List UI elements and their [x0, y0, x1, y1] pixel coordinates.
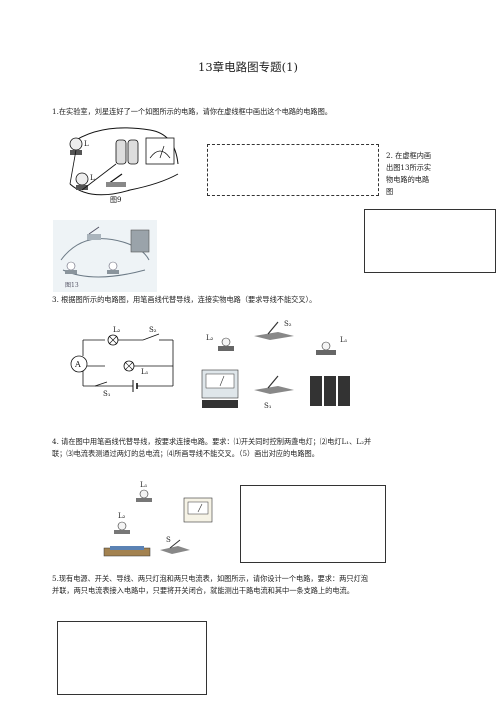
svg-text:L₂: L₂ — [206, 334, 214, 342]
figure-9-label: 图9 — [110, 196, 121, 204]
question-4-answer-box[interactable] — [240, 485, 386, 563]
svg-text:L: L — [90, 174, 95, 182]
ammeter-label: A — [74, 360, 81, 369]
lamp-l1-label: L₁ — [140, 481, 148, 489]
question-3-circuit-diagram: A L₂ S₂ L₁ S₁ — [70, 326, 174, 398]
switch-s1-label: S₁ — [103, 390, 111, 398]
question-1-text: 1.在实验室，刘星连好了一个如图所示的电路，请你在虚线框中画出这个电路的电路图。 — [52, 107, 332, 116]
question-5-answer-box[interactable] — [57, 621, 207, 695]
question-1-answer-box[interactable] — [207, 144, 379, 196]
page-title: 13章电路图专题(1) — [198, 60, 298, 74]
lamp-l1-label: L₁ — [141, 368, 149, 376]
question-2-figure: 图13 — [53, 220, 157, 292]
svg-text:L: L — [84, 140, 89, 148]
question-1-figure: L L 图9 — [69, 127, 179, 204]
question-2-text: 2. 在虚框内画 出图13所示实 物电路的电路 图 — [386, 151, 432, 196]
svg-text:L₁: L₁ — [340, 336, 348, 344]
question-3-text: 3. 根据图所示的电路图，用笔画线代替导线，连接实物电路（要求导线不能交叉）。 — [52, 295, 317, 304]
question-2-answer-box[interactable] — [364, 209, 496, 273]
question-4-figure: L₁ L₂ S — [103, 481, 213, 557]
question-3-physical-components: L₂ S₂ L₁ S₁ — [201, 320, 350, 410]
svg-text:S₂: S₂ — [284, 320, 292, 328]
figure-13-label: 图13 — [65, 282, 79, 289]
question-5-text: 5.现有电源、开关、导线、两只灯泡和两只电流表，如图所示，请你设计一个电路，要求… — [52, 574, 368, 595]
lamp-l2-label: L₂ — [113, 326, 121, 334]
svg-text:S₁: S₁ — [264, 402, 272, 410]
question-4-text: 4. 请在图中用笔画线代替导线，按要求连接电路。要求：⑴开关同时控制两盏电灯；⑵… — [52, 437, 372, 458]
lamp-l2-label: L₂ — [118, 512, 126, 520]
switch-s2-label: S₂ — [149, 326, 157, 334]
switch-s-label: S — [166, 536, 171, 544]
